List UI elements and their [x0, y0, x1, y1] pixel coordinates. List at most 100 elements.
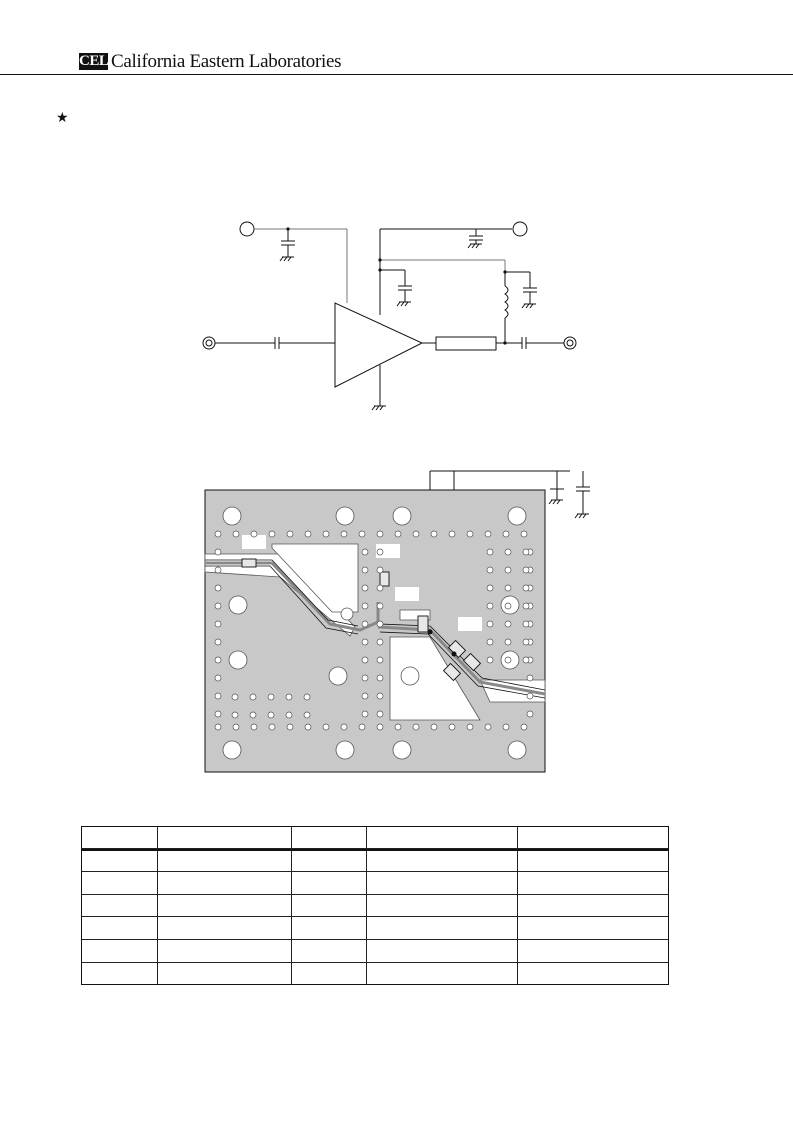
via-hole: [361, 674, 369, 682]
rf-out-terminal: [563, 336, 577, 350]
via-hole: [484, 530, 492, 538]
vcc-terminal-left: [239, 221, 255, 237]
via-hole: [286, 530, 294, 538]
table-cell: [518, 894, 669, 917]
table-cell: [157, 826, 293, 849]
table-cell: [157, 916, 293, 940]
via-hole: [214, 723, 222, 731]
via-hole: [486, 548, 494, 556]
via-hole: [412, 723, 420, 731]
table-row: [81, 939, 669, 963]
table-cell: [291, 826, 367, 849]
table-header-rule: [81, 849, 669, 851]
via-hole: [522, 620, 530, 628]
via-hole: [268, 723, 276, 731]
cel-logo: CEL: [79, 53, 109, 70]
via-hole: [214, 530, 222, 538]
via-hole: [361, 638, 369, 646]
via-hole: [504, 620, 512, 628]
via-hole: [250, 723, 258, 731]
via-hole: [268, 530, 276, 538]
rf-in-terminal: [202, 336, 216, 350]
via-hole: [502, 723, 510, 731]
table-row: [81, 871, 669, 895]
via-hole: [214, 638, 222, 646]
via-hole: [249, 693, 257, 701]
table-cell: [81, 894, 158, 917]
via-hole: [340, 723, 348, 731]
via-hole: [322, 530, 330, 538]
via-hole: [522, 638, 530, 646]
company-name: California Eastern Laboratories: [111, 51, 342, 72]
table-cell: [291, 871, 367, 895]
via-hole: [267, 693, 275, 701]
via-hole: [504, 656, 512, 664]
via-hole: [394, 530, 402, 538]
via-hole: [526, 674, 534, 682]
table-cell: [81, 939, 158, 963]
table-cell: [157, 871, 293, 895]
evaluation-board-layout: [204, 470, 590, 773]
via-hole: [526, 710, 534, 718]
via-hole: [214, 674, 222, 682]
via-hole: [394, 723, 402, 731]
via-hole: [430, 723, 438, 731]
via-hole: [267, 711, 275, 719]
via-hole: [486, 620, 494, 628]
via-hole: [522, 584, 530, 592]
via-hole: [361, 710, 369, 718]
via-field: [214, 530, 534, 731]
table-cell: [157, 848, 293, 872]
via-hole: [448, 723, 456, 731]
table-cell: [291, 916, 367, 940]
via-hole: [376, 710, 384, 718]
via-hole: [504, 602, 512, 610]
via-hole: [466, 530, 474, 538]
table-cell: [157, 939, 293, 963]
via-hole: [486, 638, 494, 646]
via-hole: [376, 656, 384, 664]
table-cell: [366, 962, 519, 985]
via-hole: [214, 656, 222, 664]
via-hole: [249, 711, 257, 719]
table-row: [81, 916, 669, 940]
via-hole: [486, 566, 494, 574]
via-hole: [361, 548, 369, 556]
via-hole: [361, 584, 369, 592]
via-hole: [286, 723, 294, 731]
table-cell: [518, 963, 669, 985]
table-cell: [366, 894, 519, 917]
via-hole: [448, 530, 456, 538]
via-hole: [214, 584, 222, 592]
table-cell: [518, 848, 669, 871]
table-cell: [366, 848, 519, 872]
via-hole: [376, 584, 384, 592]
page-header: CEL California Eastern Laboratories: [0, 0, 793, 80]
via-hole: [214, 548, 222, 556]
via-hole: [486, 584, 494, 592]
via-hole: [361, 692, 369, 700]
table-cell: [366, 939, 519, 963]
revision-star-icon: ★: [56, 109, 69, 125]
via-hole: [358, 530, 366, 538]
table-cell: [157, 894, 293, 917]
via-hole: [502, 530, 510, 538]
via-hole: [376, 692, 384, 700]
via-hole: [304, 723, 312, 731]
via-hole: [214, 692, 222, 700]
via-hole: [376, 620, 384, 628]
table-cell: [291, 939, 367, 963]
via-hole: [361, 602, 369, 610]
via-hole: [361, 656, 369, 664]
table-cell: [291, 894, 367, 917]
table-row: [81, 848, 669, 872]
via-hole: [322, 723, 330, 731]
via-hole: [376, 638, 384, 646]
table-row: [81, 962, 669, 985]
via-hole: [376, 674, 384, 682]
via-hole: [376, 530, 384, 538]
via-hole: [214, 566, 222, 574]
table-row: [81, 894, 669, 917]
table-cell: [291, 962, 367, 985]
via-hole: [250, 530, 258, 538]
